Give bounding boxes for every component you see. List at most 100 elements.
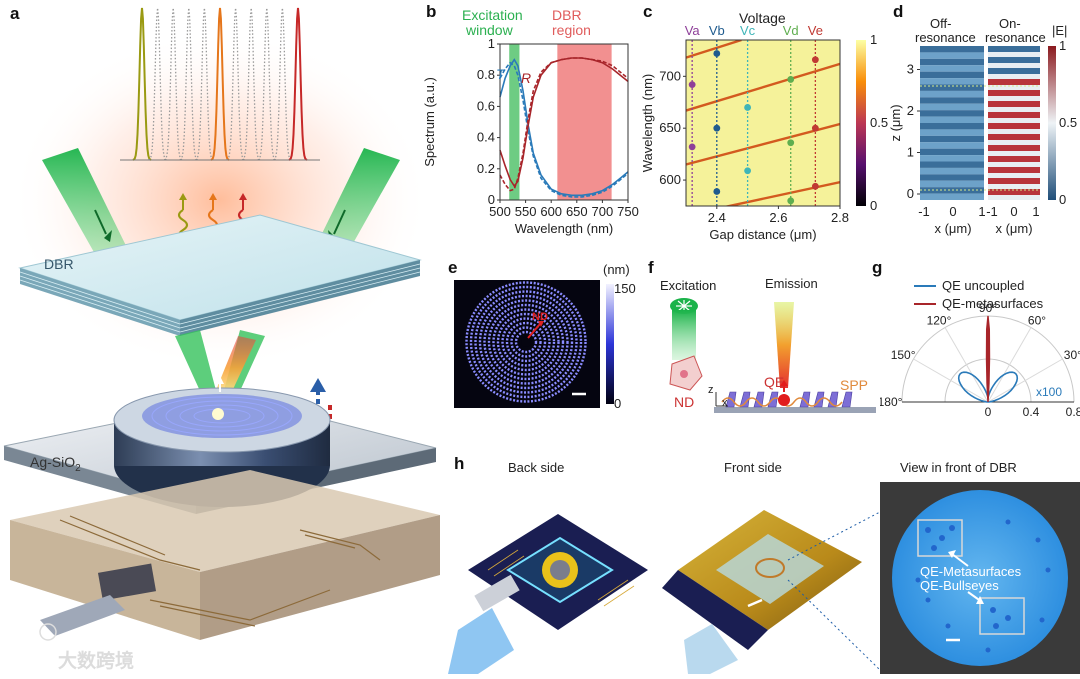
mode-marker-12 xyxy=(688,143,696,151)
panel-e-afm-image xyxy=(454,280,614,408)
on-fringe-cool xyxy=(988,85,1040,90)
polar-angle-label: 120° xyxy=(927,314,952,328)
voltage-label-Vd: Vd xyxy=(783,23,799,38)
plot-frame xyxy=(499,43,629,201)
back-side-photo xyxy=(448,490,648,674)
x-tick-label: 2.8 xyxy=(831,210,849,225)
off-fringe-light xyxy=(920,116,984,123)
emission-peak-0 xyxy=(132,7,152,161)
height-unit-label: (nm) xyxy=(603,262,630,277)
x-tick-label: 500 xyxy=(489,204,511,219)
off-resonance-label-1: Off- xyxy=(930,16,952,31)
grating-ring xyxy=(478,294,574,390)
off-fringe-dark xyxy=(920,110,984,117)
panel-c-label: c xyxy=(643,2,653,21)
grating-ring xyxy=(465,281,587,403)
polar-grid-spoke xyxy=(944,327,989,403)
voltage-label-Vb: Vb xyxy=(709,23,725,38)
curve-r-label: R xyxy=(521,70,532,86)
on-fringe-cool xyxy=(988,74,1040,79)
panel-b-label: b xyxy=(426,2,437,21)
polar-grid-spoke xyxy=(913,358,989,403)
mode-line-2 xyxy=(686,62,840,112)
x-tick-label: -1 xyxy=(918,204,930,219)
x-tick-label: 1 xyxy=(978,204,985,219)
colorbar-tick-label: 0 xyxy=(1059,192,1066,207)
x-tick-label: 700 xyxy=(592,204,614,219)
x-tick-label: 650 xyxy=(566,204,588,219)
x-tick-label: 2.4 xyxy=(708,210,726,225)
off-fringe-dark xyxy=(920,161,984,168)
on-fringe-hot xyxy=(988,90,1040,97)
off-fringe-dark xyxy=(920,123,984,130)
front-side-label: Front side xyxy=(724,460,782,475)
off-resonance-label-2: resonance xyxy=(915,30,976,45)
y-axis-label: Wavelength (nm) xyxy=(640,74,655,173)
y-tick-label: 1 xyxy=(488,36,495,51)
off-fringe-dark xyxy=(920,135,984,143)
y-tick-label: 650 xyxy=(659,120,681,135)
grating-ring xyxy=(483,299,569,385)
emission-label: Emission xyxy=(765,276,818,291)
on-fringe-cool xyxy=(988,118,1040,123)
polar-angle-label: 150° xyxy=(891,348,916,362)
y-tick-label: 0.8 xyxy=(477,67,495,82)
y-tick-label: 0 xyxy=(488,192,495,207)
excitation-label-2: window xyxy=(466,22,513,38)
voltage-label-Va: Va xyxy=(685,23,701,38)
grating-ring xyxy=(496,312,556,372)
voltage-label-Vc: Vc xyxy=(740,23,756,38)
excitation-label-1: Excitation xyxy=(462,7,523,23)
off-fringe-dark xyxy=(920,97,984,104)
y-axis-label: Spectrum (a.u.) xyxy=(422,77,437,167)
x-tick-label: 2.6 xyxy=(769,210,787,225)
view-dbr-label: View in front of DBR xyxy=(900,460,1017,475)
y-tick-label: 0.6 xyxy=(477,98,495,113)
axis-x-label: x xyxy=(722,397,728,409)
y-tick-label: 600 xyxy=(659,172,681,187)
polar-radial-label: 0 xyxy=(985,405,992,419)
panel-f-label: f xyxy=(648,258,654,277)
y-axis-label: z (μm) xyxy=(890,104,903,141)
series-R-3 xyxy=(499,57,629,192)
y-tick-label: 0.4 xyxy=(477,130,495,145)
voltage-label-Ve: Ve xyxy=(808,23,823,38)
panel-h-photographs: h Back side Front side View in front of … xyxy=(448,452,1080,674)
legend-label: QE uncoupled xyxy=(942,278,1024,293)
off-fringe-light xyxy=(920,65,984,72)
off-fringe-light xyxy=(920,52,984,59)
on-fringe-hot xyxy=(988,178,1040,185)
emission-peak-10 xyxy=(288,7,308,161)
axis-z-label: z xyxy=(708,384,714,396)
on-fringe-cool xyxy=(988,129,1040,134)
on-fringe-hot xyxy=(988,134,1040,141)
device-illustration xyxy=(3,7,440,641)
mode-marker-5 xyxy=(787,76,795,83)
height-colorbar-min: 0 xyxy=(614,396,622,411)
polar-angle-label: 30° xyxy=(1064,348,1080,362)
mode-marker-2 xyxy=(713,188,721,195)
dbr-view-photo xyxy=(880,482,1080,674)
x-axis-label: x (μm) xyxy=(934,221,971,236)
y-tick-label: 0.2 xyxy=(477,161,495,176)
qe-label: QE xyxy=(764,374,785,390)
back-side-label: Back side xyxy=(508,460,565,475)
on-fringe-cool xyxy=(988,63,1040,68)
off-fringe-dark xyxy=(920,148,984,156)
dbr-mirror xyxy=(18,214,422,336)
colorbar xyxy=(1048,46,1056,200)
emission-peaks xyxy=(132,7,308,161)
mode-marker-6 xyxy=(787,139,795,147)
mode-marker-4 xyxy=(744,167,751,175)
y-tick-label: 1 xyxy=(907,145,914,160)
mode-marker-1 xyxy=(713,124,721,132)
series-R-2 xyxy=(499,57,629,188)
off-fringe-light xyxy=(920,142,984,149)
mode-marker-11 xyxy=(688,81,696,89)
colorbar-tick-label: 0 xyxy=(870,198,877,213)
off-fringe-dark xyxy=(920,84,984,91)
on-fringe-cool xyxy=(988,107,1040,112)
panel-f-schematic xyxy=(669,298,876,413)
